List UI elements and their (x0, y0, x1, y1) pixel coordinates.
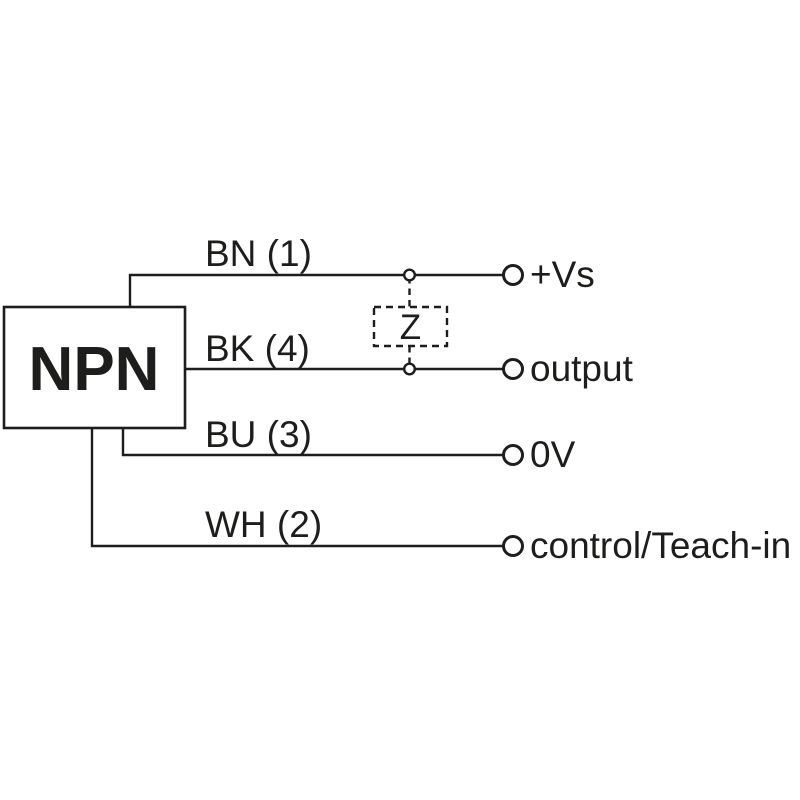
wire-bn (128, 273, 504, 307)
device-box (2, 305, 187, 430)
junction-node-bn (403, 268, 417, 282)
terminal-label-0v: 0V (530, 434, 576, 475)
wire-wh (90, 428, 504, 548)
terminal-vs (502, 264, 524, 286)
junction-node-bk (403, 362, 417, 376)
terminal-0v (502, 444, 524, 466)
terminal-output (502, 358, 524, 380)
wire-bu (121, 428, 504, 457)
wire-label-bu: BU (3) (205, 414, 312, 455)
terminal-label-vs: +Vs (530, 254, 595, 295)
terminal-label-output: output (530, 348, 634, 389)
wire-label-bk: BK (4) (205, 328, 310, 369)
impedance-label: Z (400, 308, 421, 347)
terminal-control (502, 535, 524, 557)
impedance-box (372, 305, 449, 348)
terminal-label-control: control/Teach-in (530, 525, 791, 566)
wire-label-wh: WH (2) (205, 504, 322, 545)
wire-label-bn: BN (1) (205, 233, 312, 274)
device-label: NPN (29, 335, 160, 404)
